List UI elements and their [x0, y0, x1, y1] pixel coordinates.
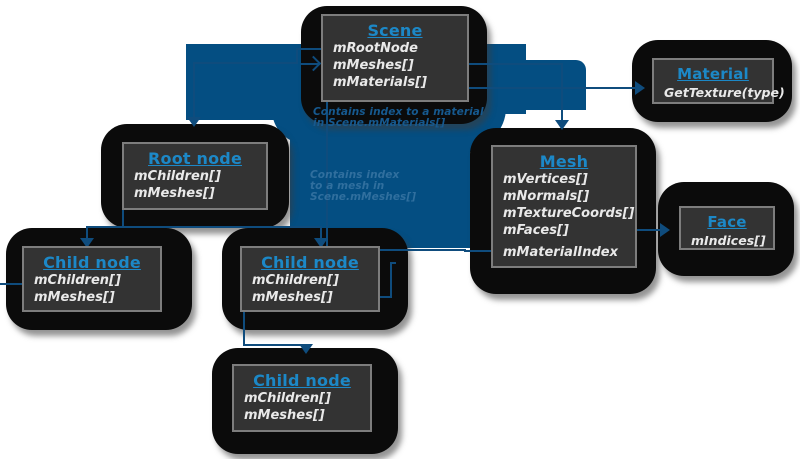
connector-scene-to-root-h2 [193, 62, 298, 64]
node-face-title: Face [707, 213, 747, 231]
node-material-title: Material [677, 65, 749, 83]
connector-meshes-backref-in [300, 63, 320, 65]
connector-child2-meshes-top [390, 262, 396, 264]
node-face-field-0: mIndices[] [691, 233, 766, 248]
node-root-node-field-1: mMeshes[] [134, 186, 215, 201]
node-child-node-2-field-1: mMeshes[] [252, 290, 333, 305]
arrowhead-mesh [555, 120, 569, 130]
node-scene-field-0: mRootNode [333, 41, 418, 56]
node-child-node-1-field-0: mChildren[] [34, 273, 121, 288]
node-child-node-3-title: Child node [253, 371, 351, 390]
node-child-node-2-title: Child node [261, 253, 359, 272]
node-child-node-1[interactable]: Child node mChildren[] mMeshes[] [22, 246, 162, 312]
arrowhead-child-node-3 [299, 344, 313, 354]
node-child-node-3-field-0: mChildren[] [244, 391, 331, 406]
connector-scene-to-root-v1 [296, 48, 298, 64]
node-material-field-0: GetTexture(type) [664, 85, 785, 100]
connector-child2-children-v [243, 283, 245, 345]
node-child-node-3-field-1: mMeshes[] [244, 408, 325, 423]
connector-child1-inbound [0, 283, 22, 285]
node-scene-title: Scene [367, 21, 423, 40]
connector-scene-to-root-h [296, 48, 342, 50]
connector-child3-bus [243, 344, 305, 346]
node-mesh-field-1: mNormals[] [503, 189, 590, 204]
connector-scene-materials-h [430, 87, 635, 89]
node-mesh-field-4: mMaterialIndex [503, 245, 618, 260]
node-mesh-field-0: mVertices[] [503, 172, 588, 187]
background-shape-left-notch [186, 44, 296, 120]
arrowhead-child-node-2 [314, 238, 328, 248]
node-mesh-field-2: mTextureCoords[] [503, 206, 635, 221]
annotation-mesh-index: Contains index to a mesh in Scene.mMeshe… [310, 169, 417, 203]
connector-materialindex-h [464, 250, 506, 252]
arrowhead-child-node-1 [80, 238, 94, 248]
node-mesh-field-3: mFaces[] [503, 223, 569, 238]
connector-scene-meshes-v [561, 63, 563, 121]
node-child-node-1-field-1: mMeshes[] [34, 290, 115, 305]
annotation-material-index: Contains index to a material in Scene.mM… [313, 106, 484, 129]
node-root-node-field-0: mChildren[] [134, 169, 221, 184]
connector-materialindex-h2 [326, 249, 466, 251]
connector-root-children-bus [86, 226, 322, 228]
node-child-node-3[interactable]: Child node mChildren[] mMeshes[] [232, 364, 372, 432]
node-material[interactable]: Material GetTexture(type) [652, 58, 785, 104]
node-scene-field-2: mMaterials[] [333, 75, 428, 90]
connector-child1-drop [86, 226, 88, 240]
connector-child2-drop [320, 226, 322, 240]
node-child-node-1-title: Child node [43, 253, 141, 272]
node-scene-field-1: mMeshes[] [333, 58, 414, 73]
connector-scene-meshes-h [425, 63, 563, 65]
connector-child2-meshes-v [390, 262, 392, 298]
node-mesh[interactable]: Mesh mVertices[] mNormals[] mTextureCoor… [491, 145, 637, 268]
arrowhead-root-node [187, 117, 201, 127]
node-scene[interactable]: Scene mRootNode mMeshes[] mMaterials[] [321, 14, 469, 102]
arrowhead-material [635, 81, 645, 95]
node-child-node-2-field-0: mChildren[] [252, 273, 339, 288]
node-mesh-title: Mesh [539, 152, 589, 171]
node-root-node-title: Root node [147, 149, 242, 168]
connector-materialindex-v [326, 88, 328, 250]
node-child-node-2[interactable]: Child node mChildren[] mMeshes[] [240, 246, 380, 312]
node-root-node[interactable]: Root node mChildren[] mMeshes[] [122, 142, 268, 210]
node-face[interactable]: Face mIndices[] [679, 206, 775, 250]
arrowhead-face [660, 223, 670, 237]
connector-scene-to-root-v2 [193, 62, 195, 118]
